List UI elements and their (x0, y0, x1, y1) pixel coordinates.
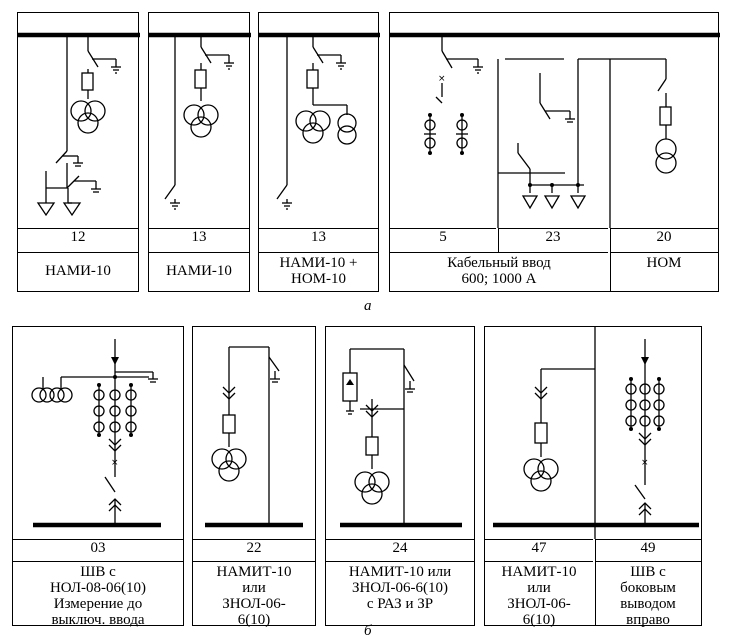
panel-number: 13 (259, 228, 378, 252)
panel-number: 13 (149, 228, 249, 252)
panel-cable-entry: × (389, 12, 720, 292)
panel-12: 12 НАМИ-10 (17, 12, 140, 292)
svg-text:×: × (111, 458, 119, 468)
panel-name: НАМИ-10 (18, 252, 138, 291)
scheme-24 (340, 348, 462, 528)
panel-number: 03 (13, 539, 183, 561)
panel-name: НОМ (610, 252, 718, 291)
panel-number: 47 (485, 539, 593, 561)
scheme-22 (205, 346, 303, 528)
svg-text:×: × (438, 74, 446, 84)
panel-number: 12 (18, 228, 138, 252)
panel-name: ШВ с боковым выводом вправо (595, 561, 701, 628)
scheme-13-nami (149, 32, 251, 210)
panel-name: НАМИТ-10 или ЗНОЛ-06-6(10) с РАЗ и ЗР (326, 561, 474, 625)
divider (610, 228, 611, 291)
scheme-47-49: × (493, 327, 699, 539)
scheme-03: × (31, 339, 161, 528)
panel-13-nami: 13 НАМИ-10 (148, 12, 251, 292)
scheme-12 (18, 32, 140, 217)
svg-text:×: × (641, 458, 649, 468)
panel-name: ШВ с НОЛ-08-06(10) Измерение до выключ. … (13, 561, 183, 628)
panel-name: Кабельный ввод 600; 1000 А (390, 252, 608, 291)
scheme-13-nami-nom (259, 32, 380, 210)
panel-number: 24 (326, 539, 474, 561)
panel-13-nami-nom: 13 НАМИ-10 + НОМ-10 (258, 12, 380, 292)
row-caption: б (364, 623, 372, 639)
panel-name: НАМИ-10 (149, 252, 249, 291)
divider (595, 539, 596, 625)
scheme-cable-entry: × (390, 32, 720, 228)
divider (498, 228, 499, 252)
panel-22: 22 НАМИТ-10 или ЗНОЛ-06- 6(10) (192, 326, 316, 628)
panel-03: × 03 ШВ с НОЛ-08-06(10) Измерение до вык… (12, 326, 184, 628)
panel-number: 49 (595, 539, 701, 561)
panel-24: 24 НАМИТ-10 или ЗНОЛ-06-6(10) с РАЗ и ЗР (325, 326, 475, 626)
panel-name: НАМИТ-10 или ЗНОЛ-06- 6(10) (193, 561, 315, 628)
panel-name: НАМИ-10 + НОМ-10 (259, 252, 378, 291)
row-caption: а (364, 298, 372, 314)
panel-number: 20 (610, 228, 718, 252)
panel-number: 23 (498, 228, 608, 252)
panel-name: НАМИТ-10 или ЗНОЛ-06- 6(10) (485, 561, 593, 628)
panel-number: 5 (390, 228, 496, 252)
panel-47-49: × 47 49 НАМИТ-10 или ЗНОЛ-06- 6(10) ШВ с… (484, 326, 702, 628)
panel-number: 22 (193, 539, 315, 561)
